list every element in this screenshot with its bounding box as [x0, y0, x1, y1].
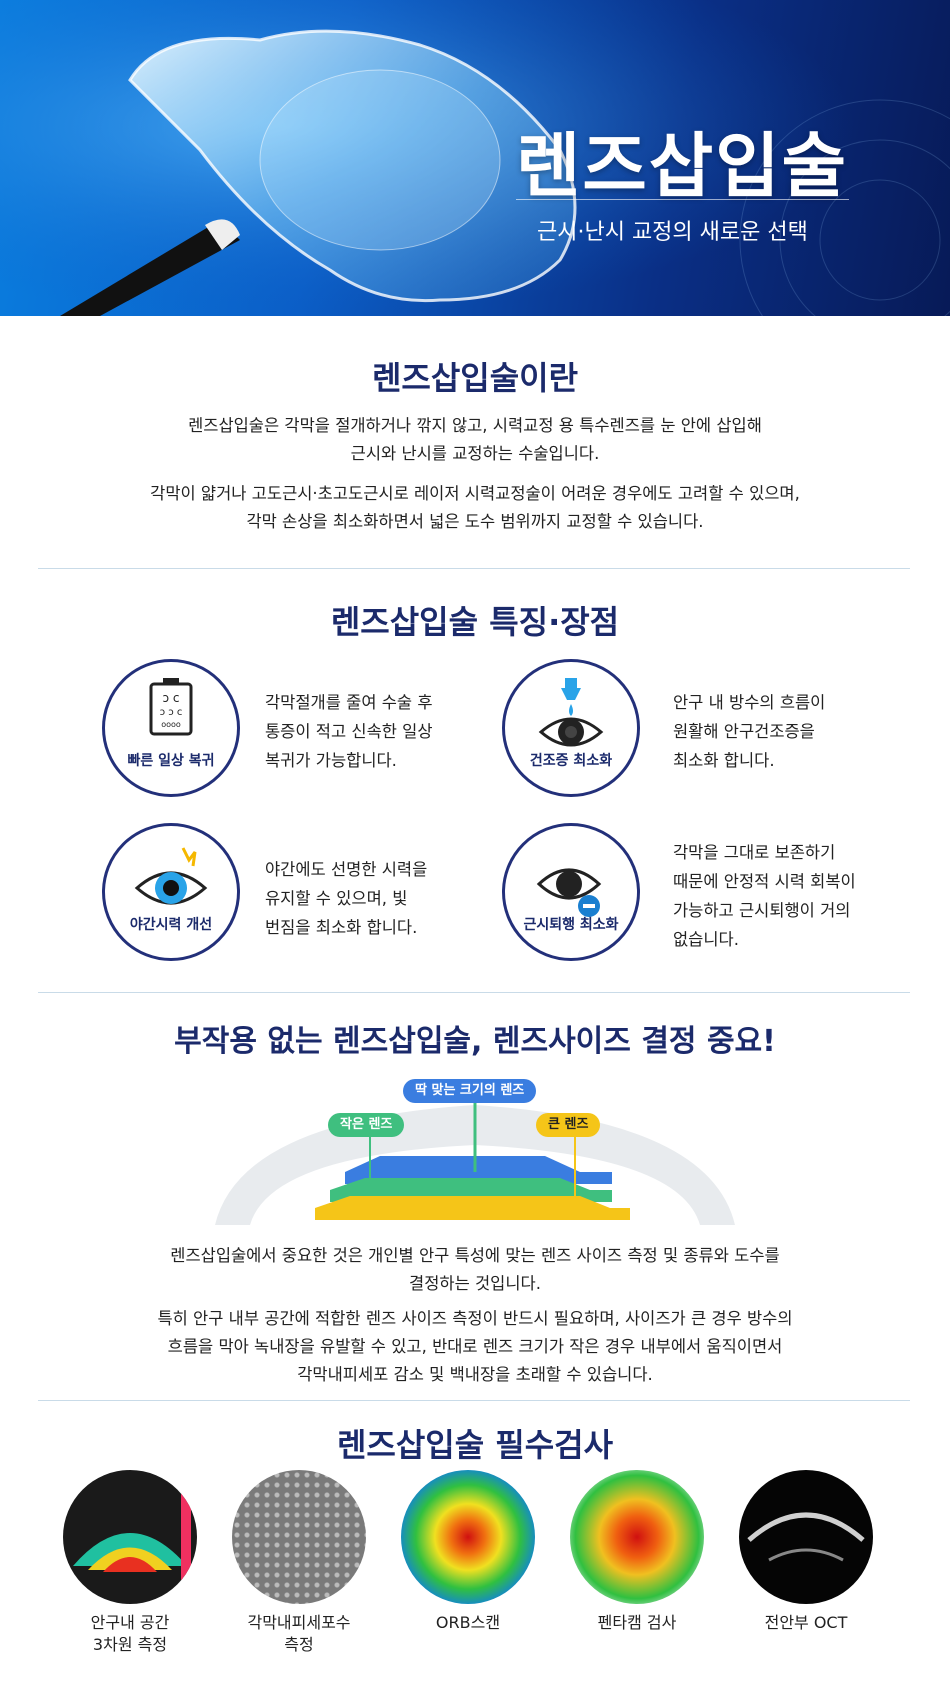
night-vision-eye-icon	[134, 847, 208, 905]
exam-label: 전안부 OCT	[764, 1613, 848, 1632]
exam-label: 펜타캠 검사	[597, 1613, 677, 1632]
sizing-para2-line3: 각막내피세포 감소 및 백내장을 초래할 수 있습니다.	[297, 1365, 653, 1384]
intro-para2-line1: 각막이 얇거나 고도근시·초고도근시로 레이저 시력교정술이 어려운 경우에도 …	[150, 484, 800, 503]
sizing-para2-line2: 흐름을 막아 녹내장을 유발할 수 있고, 반대로 렌즈 크기가 작은 경우 내…	[167, 1337, 783, 1356]
exam-3d-scan-image	[63, 1470, 197, 1604]
feature-desc-line: 원활해 안구건조증을	[673, 722, 815, 741]
intro-para1-line1: 렌즈삽입술은 각막을 절개하거나 깎지 않고, 시력교정 용 특수렌즈를 눈 안…	[188, 416, 762, 435]
exams-title: 렌즈삽입술 필수검사	[336, 1426, 614, 1464]
exam-item: 안구내 공간 3차원 측정	[63, 1470, 197, 1656]
feature-desc: 각막절개를 줄여 수술 후 통증이 적고 신속한 일상 복귀가 가능합니다.	[265, 688, 433, 775]
feature-desc-line: 최소화 합니다.	[673, 751, 775, 770]
feature-desc-line: 야간에도 선명한 시력을	[265, 860, 428, 879]
feature-label: 빠른 일상 복귀	[127, 753, 215, 769]
hero-title-underline	[516, 199, 849, 200]
feature-desc-line: 복귀가 가능합니다.	[265, 751, 397, 770]
feature-dry-eye: 건조증 최소화	[502, 659, 640, 797]
exam-item: 전안부 OCT	[739, 1470, 873, 1634]
sizing-para2-line1: 특히 안구 내부 공간에 적합한 렌즈 사이즈 측정이 반드시 필요하며, 사이…	[157, 1309, 793, 1328]
exam-endothelial-image	[232, 1470, 366, 1604]
exam-item: 각막내피세포수 측정	[232, 1470, 366, 1656]
sizing-para1-line2: 결정하는 것입니다.	[409, 1274, 541, 1293]
hero-title: 렌즈삽입술	[516, 125, 848, 207]
exam-item: 펜타캠 검사	[570, 1470, 704, 1634]
section-divider	[38, 1400, 910, 1401]
feature-desc-line: 안구 내 방수의 흐름이	[673, 693, 826, 712]
intro-para2-line2: 각막 손상을 최소화하면서 넓은 도수 범위까지 교정할 수 있습니다.	[246, 512, 704, 531]
sizing-para1-line1: 렌즈삽입술에서 중요한 것은 개인별 안구 특성에 맞는 렌즈 사이즈 측정 및…	[170, 1246, 780, 1265]
exam-orbscan-image	[401, 1470, 535, 1604]
exam-item: ORB스캔	[401, 1470, 535, 1634]
feature-label: 건조증 최소화	[529, 753, 613, 769]
section-divider	[38, 568, 910, 569]
eye-drop-icon	[538, 678, 604, 747]
feature-desc-line: 때문에 안정적 시력 회복이	[673, 872, 856, 891]
exam-label: 안구내 공간 3차원 측정	[90, 1613, 170, 1654]
feature-desc: 야간에도 선명한 시력을 유지할 수 있으며, 빛 번짐을 최소화 합니다.	[265, 855, 427, 942]
feature-label: 근시퇴행 최소화	[523, 917, 619, 933]
eye-minus-icon	[536, 868, 602, 917]
feature-label: 야간시력 개선	[129, 917, 213, 933]
feature-desc-line: 통증이 적고 신속한 일상	[265, 722, 433, 741]
exam-oct-image	[739, 1470, 873, 1604]
feature-myopia-regression: 근시퇴행 최소화	[502, 823, 640, 961]
label-fit-lens: 딱 맞는 크기의 렌즈	[403, 1079, 537, 1103]
intro-title: 렌즈삽입술이란	[371, 359, 579, 397]
feature-desc: 각막을 그대로 보존하기 때문에 안정적 시력 회복이 가능하고 근시퇴행이 거…	[673, 838, 856, 954]
label-large-lens: 큰 렌즈	[536, 1113, 601, 1137]
features-title: 렌즈삽입술 특징·장점	[330, 603, 620, 641]
svg-text:oooo: oooo	[161, 720, 181, 729]
feature-desc-line: 번짐을 최소화 합니다.	[265, 918, 418, 937]
feature-night-vision: 야간시력 개선	[102, 823, 240, 961]
feature-desc-line: 유지할 수 있으며, 빛	[265, 889, 408, 908]
section-divider	[38, 992, 910, 993]
exam-label: ORB스캔	[435, 1613, 501, 1632]
sizing-title: 부작용 없는 렌즈삽입술, 렌즈사이즈 결정 중요!	[174, 1024, 776, 1059]
intro-para1-line2: 근시와 난시를 교정하는 수술입니다.	[350, 444, 600, 463]
exam-pentacam-image	[570, 1470, 704, 1604]
svg-text:ɔ ɔ c: ɔ ɔ c	[160, 707, 183, 718]
eye-chart-icon: ɔ c ɔ ɔ c oooo	[149, 678, 193, 736]
feature-desc-line: 각막절개를 줄여 수술 후	[265, 693, 433, 712]
feature-quick-recovery: ɔ c ɔ ɔ c oooo 빠른 일상 복귀	[102, 659, 240, 797]
hero-banner: 렌즈삽입술 근시·난시 교정의 새로운 선택	[0, 0, 950, 316]
exam-label: 각막내피세포수 측정	[247, 1613, 351, 1654]
feature-desc: 안구 내 방수의 흐름이 원활해 안구건조증을 최소화 합니다.	[673, 688, 825, 775]
hero-lens-illustration	[0, 0, 950, 316]
feature-desc-line: 각막을 그대로 보존하기	[673, 843, 836, 862]
hero-subtitle: 근시·난시 교정의 새로운 선택	[537, 220, 808, 245]
feature-desc-line: 가능하고 근시퇴행이 거의	[673, 901, 851, 920]
label-small-lens: 작은 렌즈	[328, 1113, 405, 1137]
svg-text:ɔ c: ɔ c	[162, 691, 179, 705]
feature-desc-line: 없습니다.	[673, 930, 739, 949]
